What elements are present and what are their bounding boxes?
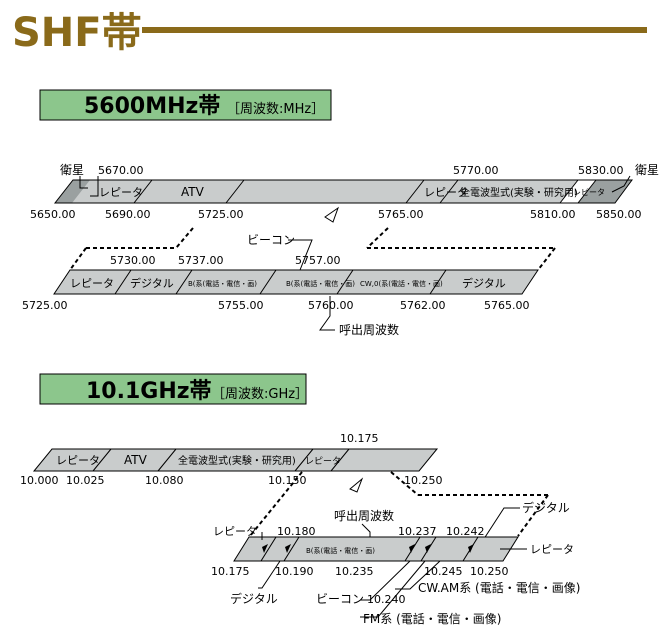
s2-callout-digital-bottom: デジタル xyxy=(230,591,278,606)
s2-callout-digital-top: デジタル xyxy=(522,500,570,515)
section2-unit: ［周波数:GHz］ xyxy=(212,387,308,402)
s1-top-seg-repeater: レピータ xyxy=(99,186,143,199)
s1-top-seg-allmodes: 全電波型式(実験・研究用) xyxy=(460,186,578,199)
s1-zoom-arrow-icon xyxy=(324,206,339,223)
s2-label-10240: 10.240 xyxy=(367,593,406,606)
s1-bot-label-5725: 5725.00 xyxy=(198,208,244,221)
s1-bot-label-5850: 5850.00 xyxy=(596,208,642,221)
s2-callout-cw-am: CW.AM系 (電話・電信・画像) xyxy=(418,580,580,595)
page-title: SHF帯 xyxy=(12,10,142,56)
s2-bottom-band xyxy=(233,536,519,562)
s1-callout-satellite-left: 衛星 xyxy=(60,163,84,177)
s1-top-seg-repeater3: レピータ xyxy=(573,188,605,197)
title-rule xyxy=(142,27,647,33)
s2-top-seg-repeater2: レピータ xyxy=(305,456,341,467)
s1-label-5725: 5725.00 xyxy=(22,299,68,312)
s1-bot-label-5650: 5650.00 xyxy=(30,208,76,221)
s1-top-label-5757: 5757.00 xyxy=(295,254,341,267)
s1-satellite-segment xyxy=(55,180,90,203)
s2-label-10080: 10.080 xyxy=(145,474,184,487)
s1-bot-seg-repeater: レピータ xyxy=(70,277,114,290)
s1-bot-seg-cw: CW,0(系(電話・電信・画) xyxy=(360,279,443,288)
s1-top-label-5730: 5730.00 xyxy=(110,254,156,267)
s1-bottom-band xyxy=(53,269,539,295)
s1-bot-label-5810: 5810.00 xyxy=(530,208,576,221)
s2-label-10250b: 10.250 xyxy=(470,565,509,578)
section1-heading: 5600MHz帯 xyxy=(84,93,220,119)
s1-label-5760: 5760.00 xyxy=(308,299,354,312)
s2-label-10245: 10.245 xyxy=(424,565,463,578)
s1-bot-seg-digital2: デジタル xyxy=(462,276,506,290)
s2-top-seg-allmodes: 全電波型式(実験・研究用) xyxy=(178,454,296,467)
s2-top-label-10237: 10.237 xyxy=(398,525,437,538)
s2-top-seg-repeater: レピータ xyxy=(56,454,100,467)
s2-label-10150: 10.150 xyxy=(268,474,307,487)
s2-top-label-10242: 10.242 xyxy=(446,525,485,538)
s2-label-10175b: 10.175 xyxy=(211,565,250,578)
s2-bot-seg-b: B(系(電話・電信・画) xyxy=(306,546,375,555)
s1-bot-seg-digital: デジタル xyxy=(130,276,174,290)
s2-callout-repeater-right: レピータ xyxy=(530,543,574,556)
s1-top-seg-repeater2: レピータ xyxy=(424,186,468,199)
section2-heading-box xyxy=(39,373,307,405)
s2-label-10000: 10.000 xyxy=(20,474,59,487)
s1-bot-label-5690: 5690.00 xyxy=(105,208,151,221)
s2-callout-repeater-left: レピータ xyxy=(213,525,257,538)
s1-bot-seg-b2: B(系(電話・電信・画) xyxy=(286,279,355,288)
s1-top-band xyxy=(55,180,578,203)
s2-callout-beacon: ビーコン xyxy=(316,592,364,606)
s2-top-label-10180: 10.180 xyxy=(277,525,316,538)
s1-callout-satellite-right: 衛星 xyxy=(635,163,659,177)
s1-callout-calling: 呼出周波数 xyxy=(339,322,399,337)
s2-top-band xyxy=(32,448,439,472)
s1-top-label-5737: 5737.00 xyxy=(178,254,224,267)
s2-callout-calling: 呼出周波数 xyxy=(334,508,394,523)
s1-top-label-5670: 5670.00 xyxy=(98,164,144,177)
section2-heading: 10.1GHz帯 xyxy=(86,378,212,404)
s1-callout-beacon: ビーコン xyxy=(247,233,295,247)
s2-label-10025: 10.025 xyxy=(66,474,105,487)
s2-label-10235: 10.235 xyxy=(335,565,374,578)
s2-callout-fm: FM系 (電話・電信・画像) xyxy=(363,611,501,626)
s1-top-seg-atv: ATV xyxy=(181,185,205,199)
s2-label-10250: 10.250 xyxy=(404,474,443,487)
s2-top-seg-atv: ATV xyxy=(124,453,148,467)
s2-zoom-arrow-icon xyxy=(349,477,364,493)
s1-top-band-outline xyxy=(53,179,633,204)
section1-unit: ［周波数:MHz］ xyxy=(227,102,324,117)
s1-label-5765b: 5765.00 xyxy=(484,299,530,312)
s1-top-label-5830: 5830.00 xyxy=(578,164,624,177)
section1-heading-box xyxy=(39,89,332,121)
s1-label-5755: 5755.00 xyxy=(218,299,264,312)
s1-bot-seg-b1: B(系(電話・電信・画) xyxy=(188,279,257,288)
s1-label-5762: 5762.00 xyxy=(400,299,446,312)
s2-label-10190: 10.190 xyxy=(275,565,314,578)
s2-top-label-10175: 10.175 xyxy=(340,432,379,445)
s1-top-label-5770: 5770.00 xyxy=(453,164,499,177)
s1-bot-label-5765: 5765.00 xyxy=(378,208,424,221)
